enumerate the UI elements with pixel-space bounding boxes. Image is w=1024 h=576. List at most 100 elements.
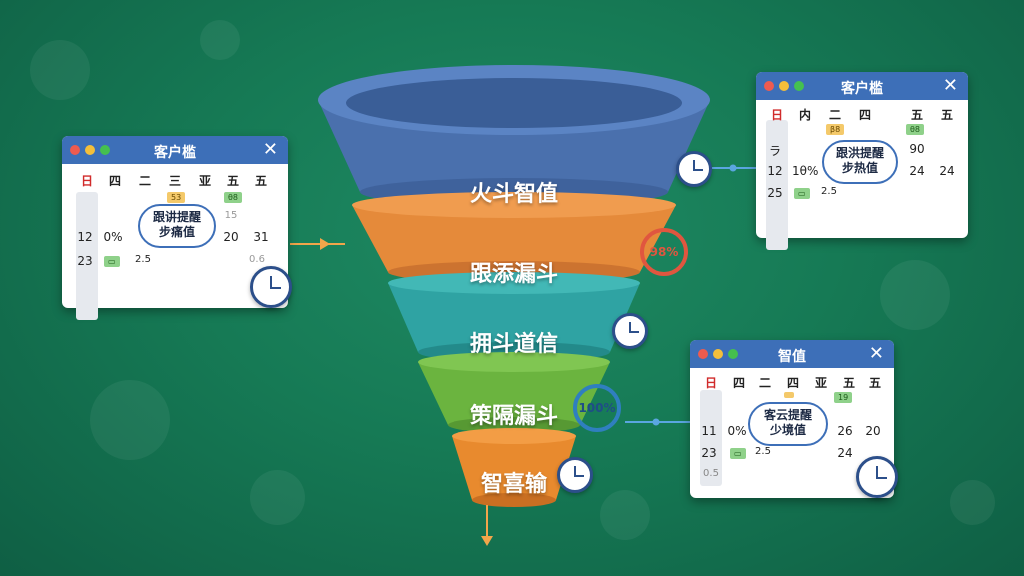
funnel-opening bbox=[346, 78, 682, 128]
calendar-cell[interactable]: 12 bbox=[77, 230, 93, 244]
calendar-cell[interactable]: 2.5 bbox=[755, 446, 771, 457]
calendar-cell[interactable]: 20 bbox=[223, 230, 239, 244]
weekday-header: 五 bbox=[940, 108, 953, 122]
close-dot-icon[interactable] bbox=[698, 349, 708, 359]
funnel-tier-5-base bbox=[472, 493, 556, 507]
calendar-cell[interactable]: 26 bbox=[837, 424, 853, 438]
calendar-cell[interactable]: 1θ% bbox=[792, 164, 819, 178]
calendar-cell[interactable]: 0.5 bbox=[703, 468, 719, 479]
close-icon[interactable]: ✕ bbox=[868, 343, 884, 364]
weekday-header: 亚 bbox=[198, 174, 211, 188]
calendar-cell[interactable]: 0.6 bbox=[249, 254, 265, 265]
event-tag[interactable]: θ8 bbox=[906, 124, 924, 135]
calendar-cell[interactable]: 12 bbox=[767, 164, 783, 178]
bubble-line: 客云提醒 bbox=[763, 408, 812, 422]
weekday-header: 三 bbox=[168, 174, 181, 188]
weekday-header: 亚 bbox=[814, 376, 827, 390]
calendar-sidebar bbox=[76, 192, 98, 320]
right-top-calendar-window[interactable]: 客户槛 ✕ 日 内 二 四 五 五 β8 θ8 90 ラ 12 1θ% 24 2… bbox=[756, 72, 968, 250]
event-tag[interactable]: β8 bbox=[826, 124, 845, 135]
event-tag[interactable]: 53 bbox=[167, 192, 186, 203]
calendar-cell[interactable]: 25 bbox=[767, 186, 783, 200]
calendar-cell[interactable]: 24 bbox=[939, 164, 955, 178]
close-dot-icon[interactable] bbox=[70, 145, 80, 155]
clock-icon bbox=[557, 457, 593, 493]
calendar-cell[interactable]: 20 bbox=[865, 424, 881, 438]
weekday-header: 二 bbox=[828, 108, 841, 122]
bubble-line: 步痛值 bbox=[158, 225, 195, 239]
clock-icon bbox=[676, 151, 712, 187]
bubble-line: 跟讲提醒 bbox=[152, 210, 201, 224]
event-tag[interactable] bbox=[784, 392, 794, 398]
calendar-cell[interactable]: 31 bbox=[253, 230, 269, 244]
calendar-cell[interactable]: 0% bbox=[103, 230, 123, 244]
calendar-cell[interactable]: 0% bbox=[727, 424, 747, 438]
funnel-tier-2-top bbox=[352, 192, 676, 218]
calendar-cell[interactable]: 24 bbox=[909, 164, 925, 178]
calendar-cell[interactable]: 2.5 bbox=[135, 254, 151, 265]
window-title: 客户槛 bbox=[841, 81, 883, 97]
event-tag[interactable]: ▭ bbox=[104, 256, 120, 267]
funnel-tier-3-top bbox=[388, 272, 640, 294]
bokeh-circle bbox=[880, 260, 950, 330]
event-tag[interactable]: ▭ bbox=[730, 448, 746, 459]
weekday-header: 五 bbox=[842, 376, 855, 390]
close-dot-icon[interactable] bbox=[764, 81, 774, 91]
bokeh-circle bbox=[200, 20, 240, 60]
bokeh-circle bbox=[600, 490, 650, 540]
tier-1-label: 火斗智值 bbox=[469, 182, 559, 207]
weekday-header: 四 bbox=[786, 376, 799, 390]
bokeh-circle bbox=[250, 470, 305, 525]
weekday-header: 内 bbox=[798, 108, 811, 122]
calendar-cell[interactable]: ラ bbox=[768, 144, 781, 158]
calendar-cell[interactable]: 23 bbox=[701, 446, 717, 460]
weekday-header: 日 bbox=[80, 174, 93, 188]
clock-icon bbox=[250, 266, 292, 308]
calendar-cell[interactable]: 11 bbox=[701, 424, 717, 438]
minimize-dot-icon[interactable] bbox=[779, 81, 789, 91]
funnel-tier-3 bbox=[388, 283, 640, 352]
window-titlebar[interactable]: 客户槛 ✕ bbox=[62, 136, 288, 164]
clock-icon bbox=[612, 313, 648, 349]
bubble-line: 少境值 bbox=[769, 423, 806, 437]
weekday-header: 二 bbox=[138, 174, 151, 188]
weekday-header: 五 bbox=[910, 108, 923, 122]
window-titlebar[interactable]: 智值 ✕ bbox=[690, 340, 894, 368]
minimize-dot-icon[interactable] bbox=[85, 145, 95, 155]
close-icon[interactable]: ✕ bbox=[942, 75, 958, 96]
calendar-cell[interactable]: 23 bbox=[77, 254, 93, 268]
bubble-line: 跟洪提醒 bbox=[835, 146, 884, 160]
window-title: 智值 bbox=[778, 349, 806, 365]
close-icon[interactable]: ✕ bbox=[262, 139, 278, 160]
calendar-cell[interactable]: 24 bbox=[837, 446, 853, 460]
maximize-dot-icon[interactable] bbox=[794, 81, 804, 91]
maximize-dot-icon[interactable] bbox=[100, 145, 110, 155]
reminder-bubble: 客云提醒 少境值 bbox=[748, 402, 828, 446]
bokeh-circle bbox=[90, 380, 170, 460]
calendar-cell[interactable]: 15 bbox=[224, 210, 238, 221]
calendar-cell[interactable]: 90 bbox=[909, 142, 925, 156]
tier-3-label: 拥斗道信 bbox=[469, 332, 559, 357]
maximize-dot-icon[interactable] bbox=[728, 349, 738, 359]
percent-badge-98: 98% bbox=[649, 245, 679, 259]
event-tag[interactable]: 19 bbox=[834, 392, 853, 403]
bokeh-circle bbox=[950, 480, 995, 525]
clock-icon bbox=[856, 456, 898, 498]
event-tag[interactable]: θ8 bbox=[224, 192, 242, 203]
window-titlebar[interactable]: 客户槛 ✕ bbox=[756, 72, 968, 100]
weekday-header: 四 bbox=[858, 108, 871, 122]
weekday-header: 日 bbox=[770, 108, 783, 122]
minimize-dot-icon[interactable] bbox=[713, 349, 723, 359]
percent-badge-100: 100% bbox=[578, 401, 616, 415]
weekday-header: 五 bbox=[254, 174, 267, 188]
output-arrow-head bbox=[481, 536, 493, 546]
left-calendar-window[interactable]: 客户槛 ✕ 日 四 二 三 亚 五 五 53 θ8 15 12 0% 20 31… bbox=[62, 136, 292, 320]
event-tag[interactable]: ▭ bbox=[794, 188, 810, 199]
left-connector-head bbox=[320, 238, 330, 250]
right-bottom-calendar-window[interactable]: 智值 ✕ 日 四 二 四 亚 五 五 19 11 0% 26 20 23 ▭ 2… bbox=[690, 340, 898, 498]
weekday-header: 二 bbox=[758, 376, 771, 390]
calendar-cell[interactable]: 2.5 bbox=[821, 186, 837, 197]
funnel-tier-5-top bbox=[452, 428, 576, 444]
